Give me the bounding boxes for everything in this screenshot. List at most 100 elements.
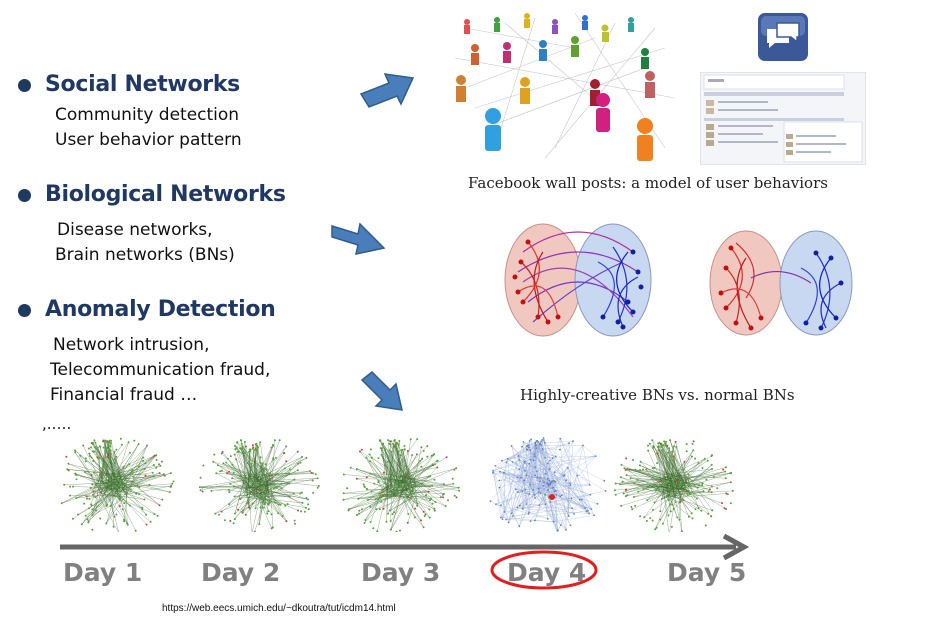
network-edge [537, 477, 591, 495]
network-edge [343, 493, 389, 495]
network-edge [247, 449, 251, 491]
network-edge [639, 465, 668, 478]
network-node [724, 466, 727, 469]
network-edge [390, 444, 411, 491]
network-node [301, 501, 304, 504]
network-node [69, 494, 71, 497]
network-node [399, 483, 402, 486]
network-node [152, 475, 155, 478]
network-node [367, 499, 369, 501]
network-node [458, 489, 461, 492]
network-node [677, 486, 680, 489]
network-node [300, 510, 302, 513]
network-node [683, 460, 686, 463]
network-node [83, 502, 86, 505]
network-node [666, 444, 669, 447]
network-edge [556, 494, 558, 532]
network-node [75, 474, 78, 476]
network-node [701, 484, 704, 487]
network-node [104, 443, 107, 446]
network-node [370, 456, 373, 459]
network-node [370, 490, 373, 493]
facebook-wall-screenshot [700, 72, 866, 165]
network-edge [243, 463, 263, 493]
network-edge [235, 459, 248, 492]
network-node [244, 513, 247, 516]
network-node [365, 487, 368, 490]
network-node [237, 508, 240, 511]
network-node [297, 509, 299, 512]
network-node [433, 463, 436, 466]
network-node [551, 480, 554, 482]
network-node [226, 457, 229, 460]
network-node [375, 508, 378, 511]
network-edge [356, 468, 399, 485]
network-node [571, 507, 573, 510]
network-node [539, 480, 541, 482]
network-node [691, 455, 693, 458]
network-edge [525, 484, 590, 490]
network-edge [506, 462, 561, 526]
network-node [686, 494, 689, 497]
network-node [229, 482, 232, 485]
network-edge [248, 497, 307, 509]
network-edge [629, 469, 683, 484]
network-node [651, 439, 654, 442]
network-node [529, 449, 531, 451]
network-node [655, 526, 658, 529]
network-node [395, 530, 398, 532]
network-node [659, 483, 662, 486]
network-node [563, 474, 566, 476]
network-node [118, 480, 121, 483]
network-edge [504, 441, 524, 513]
network-node [90, 504, 93, 507]
network-node [153, 454, 156, 457]
network-node [651, 476, 654, 479]
network-edge [518, 440, 538, 457]
network-node [378, 508, 381, 511]
network-node [518, 459, 521, 461]
network-node [665, 440, 667, 443]
network-node [664, 444, 667, 447]
network-node [202, 464, 205, 467]
network-node [637, 490, 640, 493]
network-node [657, 488, 660, 491]
network-edge [503, 472, 598, 504]
network-node [406, 474, 409, 477]
network-node [422, 526, 425, 529]
network-edge [394, 481, 415, 484]
network-node [364, 519, 367, 521]
network-node [639, 469, 641, 471]
network-node [526, 444, 529, 447]
network-node [518, 468, 521, 471]
network-edge [98, 446, 101, 477]
network-node [540, 440, 542, 443]
network-node [678, 518, 681, 521]
network-edge [61, 485, 112, 504]
network-edge [667, 452, 683, 480]
network-node [593, 514, 596, 517]
network-edge [570, 455, 596, 486]
network-node [267, 503, 270, 506]
network-node [93, 450, 96, 453]
network-node [537, 441, 539, 443]
network-node [654, 528, 657, 531]
network-edge [517, 491, 535, 495]
network-node [698, 484, 701, 487]
network-node [214, 512, 217, 515]
network-edge [251, 487, 263, 532]
item-community-detection: Community detection [55, 105, 240, 125]
network-node [162, 473, 165, 476]
network-edge [542, 449, 550, 470]
network-node [122, 465, 125, 468]
network-edge [356, 468, 405, 484]
network-node [91, 528, 94, 531]
network-edge [390, 474, 444, 485]
network-node [669, 439, 672, 442]
network-edge [529, 482, 551, 495]
network-node [280, 482, 283, 485]
network-node [421, 457, 424, 460]
network-node [672, 481, 675, 484]
network-edge [518, 455, 536, 499]
network-edge [544, 457, 573, 509]
